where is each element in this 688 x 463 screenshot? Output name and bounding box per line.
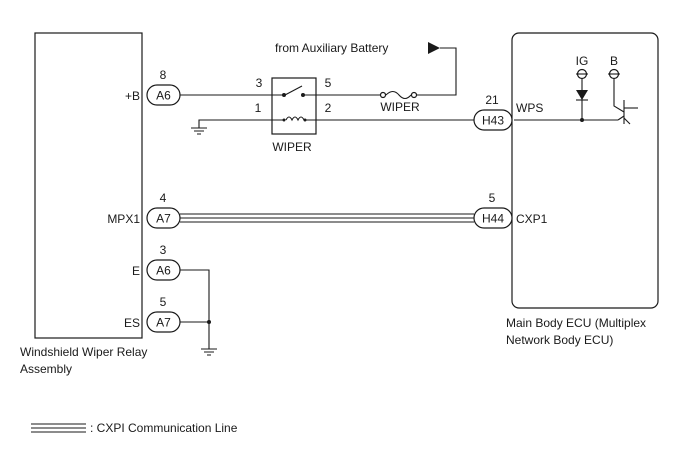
svg-text:A6: A6 <box>156 264 171 278</box>
svg-text:H43: H43 <box>482 114 504 128</box>
diode-icon <box>576 90 588 100</box>
supply-arrow-icon <box>428 42 440 54</box>
wiper-relay-box <box>271 77 317 135</box>
pin-number: 21 <box>485 93 499 107</box>
terminal-cxp1: CXP1 <box>516 212 548 226</box>
connector-a7-mpx1: A7 <box>146 207 181 229</box>
junction-dot <box>580 118 584 122</box>
connector-h44-cxp1: H44 <box>473 207 513 229</box>
main-body-ecu-name-line1: Main Body ECU (Multiplex <box>506 316 646 330</box>
terminal-e: E <box>132 264 140 278</box>
svg-text:A7: A7 <box>156 212 171 226</box>
svg-text:A6: A6 <box>156 89 171 103</box>
supply-label: from Auxiliary Battery <box>275 41 388 55</box>
ig-label: IG <box>576 54 589 68</box>
wiper-relay-assembly-box <box>34 32 143 339</box>
connector-a6-e: A6 <box>146 259 181 281</box>
ground-junction-dot <box>207 320 211 324</box>
relay-internals <box>282 93 307 122</box>
relay-pin-1: 1 <box>255 101 262 115</box>
pin-number: 5 <box>489 191 496 205</box>
fuse-terminal-right <box>410 91 418 99</box>
pin-number: 5 <box>160 295 167 309</box>
b-label: B <box>610 54 618 68</box>
legend-text: : CXPI Communication Line <box>90 421 238 435</box>
connector-h43-wps: H43 <box>473 109 513 131</box>
main-body-ecu-name-line2: Network Body ECU) <box>506 333 613 347</box>
relay-pin-5: 5 <box>325 76 332 90</box>
fuse-label: WIPER <box>380 100 420 114</box>
terminal-mpx1: MPX1 <box>107 212 140 226</box>
svg-text:H44: H44 <box>482 212 504 226</box>
wiper-relay-assembly-name-line2: Assembly <box>20 362 72 376</box>
connector-a6-plus-b: A6 <box>146 84 181 106</box>
relay-pin-3: 3 <box>256 76 263 90</box>
pin-number: 3 <box>160 243 167 257</box>
main-body-ecu-box <box>511 32 659 309</box>
relay-label: WIPER <box>272 140 312 154</box>
pin-number: 8 <box>160 68 167 82</box>
connector-a7-es: A7 <box>146 311 181 333</box>
terminal-wps: WPS <box>516 101 543 115</box>
pin-number: 4 <box>160 191 167 205</box>
svg-text:A7: A7 <box>156 316 171 330</box>
terminal-es: ES <box>124 316 140 330</box>
fuse-terminal-left <box>379 91 387 99</box>
wiper-relay-assembly-name-line1: Windshield Wiper Relay <box>20 345 147 359</box>
relay-pin-2: 2 <box>325 101 332 115</box>
terminal-plus-b: +B <box>125 89 140 103</box>
